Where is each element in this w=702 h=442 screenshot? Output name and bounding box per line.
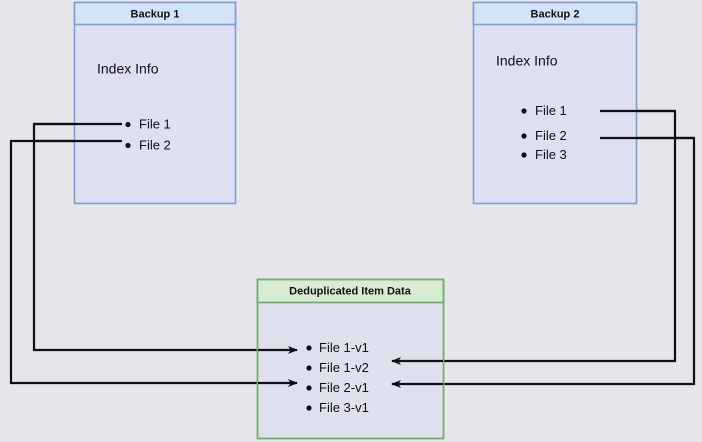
bullet-dot-icon (306, 365, 312, 371)
backup1-body-rect (73, 1, 237, 205)
backup2-index-info-label: Index Info (496, 53, 558, 69)
backup1-header-rect (73, 1, 237, 26)
dedup-header-rect (256, 278, 445, 304)
backup2-body-rect (472, 1, 638, 205)
backup1-index-info-label: Index Info (97, 61, 159, 77)
backup1-item-file2: File 2 (139, 137, 171, 152)
backup1-title: Backup 1 (131, 8, 180, 20)
box-deduplicated-item-data[interactable]: Deduplicated Item Data File 1-v1 File 1-… (256, 278, 445, 440)
backup1-item-file1: File 1 (139, 116, 171, 131)
dedup-item-file2v1: File 2-v1 (319, 380, 369, 395)
box-backup2[interactable]: Backup 2 Index Info File 1 File 2 File 3 (472, 1, 638, 205)
bullet-dot-icon (306, 405, 312, 411)
connector-overlay-group (34, 109, 694, 388)
bullet-dot-icon (521, 133, 527, 139)
dedup-body-rect (256, 278, 445, 440)
dedup-item-file1v1: File 1-v1 (319, 340, 369, 355)
dedup-item-file1v2: File 1-v2 (319, 360, 369, 375)
bullet-dot-icon (306, 345, 312, 351)
bullet-dot-icon (125, 142, 131, 149)
dedup-item-file3v1: File 3-v1 (319, 400, 369, 415)
box-backup1[interactable]: Backup 1 Index Info File 1 File 2 (73, 1, 237, 205)
bullet-dot-icon (521, 108, 527, 114)
bullet-dot-icon (306, 385, 312, 391)
backup2-item-file1: File 1 (535, 103, 567, 118)
dedup-title: Deduplicated Item Data (289, 285, 412, 297)
backup2-title: Backup 2 (531, 8, 580, 20)
bullet-dot-icon (125, 121, 131, 128)
backup2-item-file3: File 3 (535, 147, 567, 162)
backup2-item-file2: File 2 (535, 128, 567, 143)
bullet-dot-icon (521, 152, 527, 158)
backup2-header-rect (472, 1, 638, 26)
